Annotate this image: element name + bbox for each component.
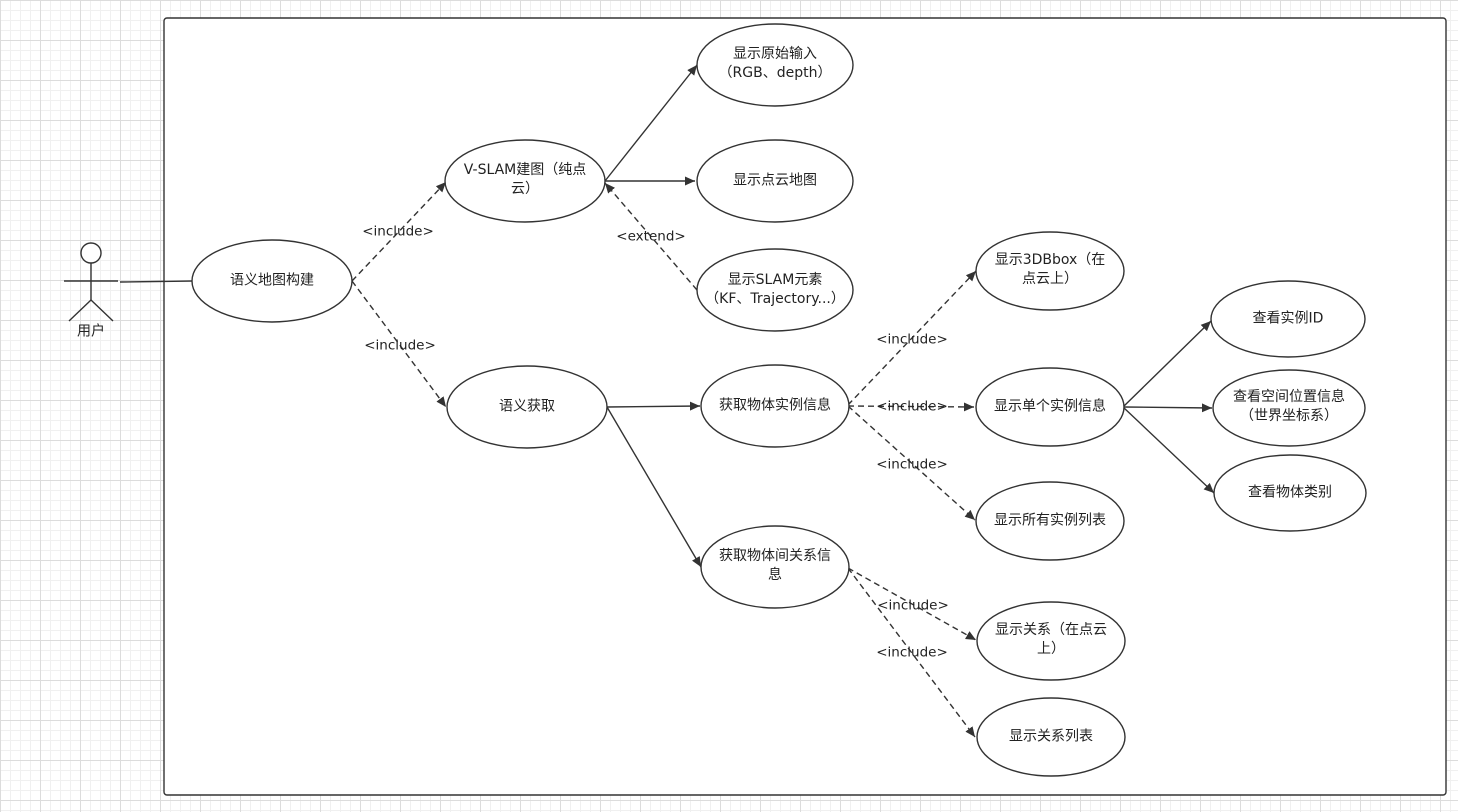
use-case-semantic-get[interactable] (446, 365, 608, 449)
edge-semantic-get-to-relation (606, 406, 702, 568)
edge-slam-elements-extend-vslam (604, 182, 698, 291)
edge-single-to-view-class (1122, 406, 1215, 494)
use-case-instance-info-label: 获取物体实例信息 (719, 397, 831, 414)
edge-instance-to-all (847, 405, 976, 521)
use-case-semantic-map-label: 语义地图构建 (230, 272, 314, 289)
use-case-single-instance[interactable] (975, 367, 1125, 447)
include-label-show-relation: <include> (877, 597, 949, 614)
include-label-single: <include> (876, 398, 948, 415)
edge-single-to-view-position (1122, 403, 1213, 413)
include-label-semantic-get: <include> (364, 337, 436, 354)
use-case-all-instances-label: 显示所有实例列表 (994, 512, 1106, 529)
use-case-single-instance-label: 显示单个实例信息 (994, 398, 1106, 415)
use-case-slam-elements[interactable] (696, 248, 854, 332)
edge-instance-to-bbox3d (847, 270, 977, 406)
include-label-all: <include> (876, 456, 948, 473)
use-case-view-id-label: 查看实例ID (1252, 310, 1324, 327)
use-case-all-instances[interactable] (975, 481, 1125, 561)
edge-vslam-to-raw-input (604, 64, 698, 182)
use-case-bbox3d[interactable] (975, 231, 1125, 311)
include-label-vslam: <include> (362, 223, 434, 240)
use-case-instance-info[interactable] (700, 364, 850, 448)
edge-relation-to-show-relation (847, 567, 977, 641)
use-case-view-class[interactable] (1213, 454, 1367, 532)
use-case-slam-elements-label: 显示SLAM元素 （KF、Trajectory...） (705, 272, 845, 307)
actor-left-leg (68, 299, 92, 322)
use-case-view-class-label: 查看物体类别 (1248, 484, 1332, 501)
include-label-relation-list: <include> (876, 644, 948, 661)
use-case-point-cloud[interactable] (696, 139, 854, 223)
use-case-relation-info-label: 获取物体间关系信 息 (719, 548, 831, 583)
edge-map-to-semantic-get (351, 280, 447, 408)
use-case-view-id[interactable] (1210, 280, 1366, 358)
association-user-semantic-map (119, 280, 193, 283)
use-case-semantic-map[interactable] (191, 239, 353, 323)
edge-semantic-get-to-instance (606, 401, 701, 411)
use-case-relation-info[interactable] (700, 525, 850, 609)
use-case-view-position[interactable] (1212, 369, 1366, 447)
use-case-vslam[interactable] (444, 139, 606, 223)
actor-right-leg (90, 299, 114, 322)
use-case-vslam-label: V-SLAM建图（纯点 云） (463, 162, 587, 197)
actor-head (80, 242, 102, 264)
use-case-semantic-get-label: 语义获取 (499, 398, 555, 415)
use-case-relation-list[interactable] (976, 697, 1126, 777)
use-case-show-relation[interactable] (976, 601, 1126, 681)
actor-label: 用户 (77, 323, 105, 340)
edge-single-to-view-id (1122, 320, 1212, 408)
edge-map-to-vslam (351, 181, 447, 282)
edge-relation-to-relation-list (847, 567, 976, 738)
extend-label-slam-elements: <extend> (616, 228, 686, 245)
use-case-relation-list-label: 显示关系列表 (1009, 728, 1093, 745)
actor-figure[interactable] (64, 242, 118, 322)
use-case-point-cloud-label: 显示点云地图 (733, 172, 817, 189)
use-case-show-relation-label: 显示关系（在点云 上） (995, 622, 1107, 657)
include-label-bbox3d: <include> (876, 331, 948, 348)
use-case-raw-input[interactable] (696, 23, 854, 107)
use-case-view-position-label: 查看空间位置信息 （世界坐标系） (1233, 389, 1345, 424)
edge-instance-to-single (847, 402, 975, 412)
use-case-raw-input-label: 显示原始输入 （RGB、depth） (718, 46, 832, 81)
use-case-bbox3d-label: 显示3DBbox（在 点云上） (994, 252, 1106, 287)
